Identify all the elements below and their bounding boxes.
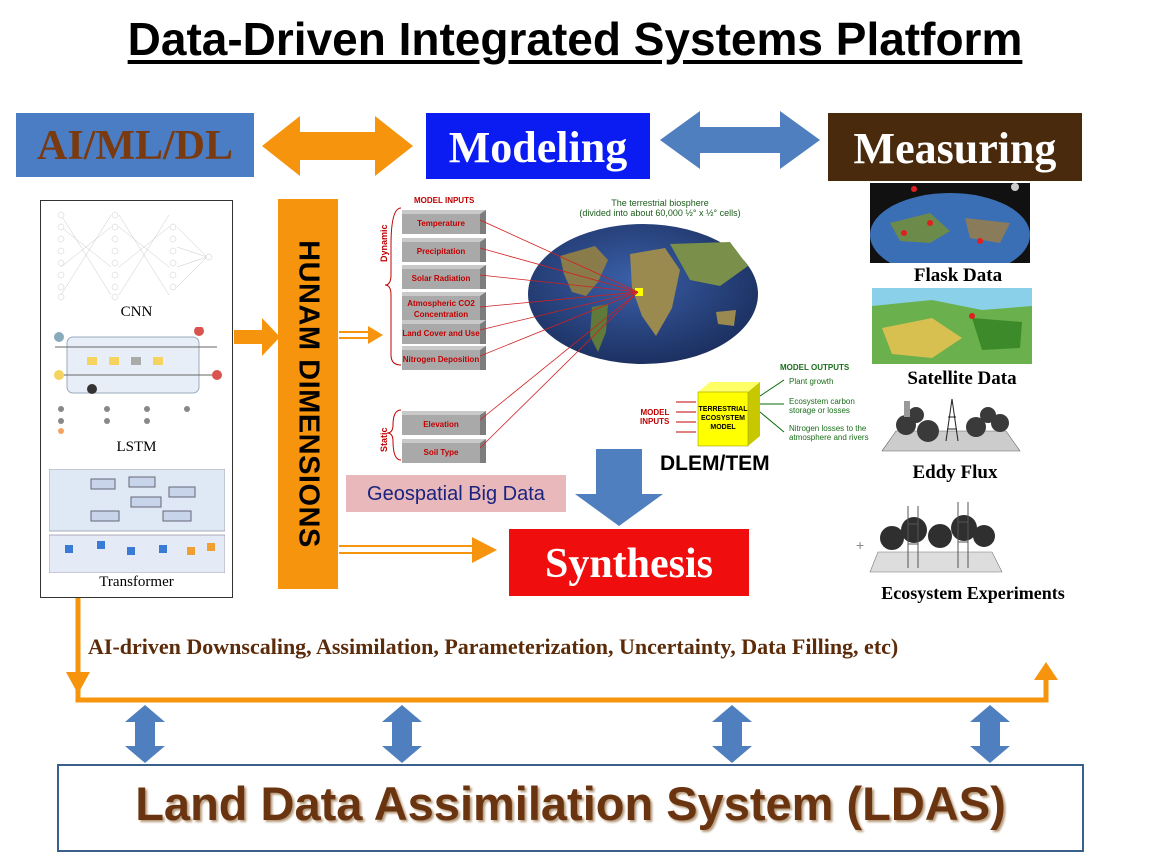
satellite-data-label: Satellite Data [907, 368, 1017, 389]
synthesis-box: Synthesis [509, 529, 749, 596]
input-nitrogen-deposition: Nitrogen Deposition [402, 346, 486, 370]
ecosystem-experiments-image: + [852, 494, 1012, 584]
human-dimensions-bar: HUNAM DIMENSIONS [278, 199, 338, 589]
modeling-box: Modeling [426, 113, 650, 179]
model-inputs-title: MODEL INPUTS [414, 196, 475, 205]
lstm-label: LSTM [116, 439, 157, 455]
cnn-label: CNN [120, 304, 153, 320]
measuring-box: Measuring [828, 113, 1082, 181]
eco-model-label: TERRESTRIAL ECOSYSTEM MODEL [698, 405, 748, 432]
modeling-measuring-double-arrow [660, 111, 820, 169]
human-to-model-arrow [339, 326, 383, 344]
transformer-label: Transformer [99, 574, 174, 590]
input-atmospheric-co2: Atmospheric CO2 Concentration [402, 292, 486, 324]
ldas-exchange-arrows [125, 705, 1010, 763]
input-temperature: Temperature [402, 210, 486, 234]
eco-box-line3: MODEL [710, 424, 736, 431]
eddy-flux-label: Eddy Flux [912, 462, 998, 483]
eco-output-lines [759, 379, 785, 433]
ai-models-panel: CNN LSTM Transformer [40, 200, 233, 598]
globe-caption: The terrestrial biosphere (divided into … [560, 198, 760, 218]
ldas-box: Land Data Assimilation System (LDAS) [57, 764, 1084, 852]
input-land-cover: Land Cover and Use [402, 320, 486, 344]
geospatial-big-data-box: Geospatial Big Data [346, 475, 566, 512]
output-carbon-storage: Ecosystem carbon storage or losses [789, 397, 855, 415]
satellite-data-image [872, 288, 1032, 364]
flask-data-label: Flask Data [913, 265, 1003, 286]
output-nitrogen-losses: Nitrogen losses to the atmosphere and ri… [789, 424, 869, 442]
ecosystem-experiments-label: Ecosystem Experiments [881, 583, 1065, 603]
model-outputs-title: MODEL OUTPUTS [780, 363, 850, 372]
eco-inputs-line1: MODEL [640, 408, 670, 417]
ai-driven-caption: AI-driven Downscaling, Assimilation, Par… [88, 634, 899, 659]
input-elevation: Elevation [402, 411, 486, 435]
eddy-flux-image [876, 395, 1026, 465]
transformer-diagram [49, 469, 225, 573]
input-precipitation: Precipitation [402, 238, 486, 262]
cnn-network-diagram [57, 211, 213, 301]
eco-box-line1: TERRESTRIAL [698, 406, 748, 413]
eco-model-cube [676, 382, 760, 447]
ldas-label: Land Data Assimilation System (LDAS) [135, 777, 1006, 830]
feedback-loop-arrow [66, 598, 1058, 703]
flask-data-image [870, 183, 1030, 263]
dlem-tem-label: DLEM/TEM [660, 452, 770, 475]
eco-box-line2: ECOSYSTEM [701, 415, 745, 422]
eco-inputs-line2: INPUTS [640, 417, 670, 426]
output-plant-growth: Plant growth [789, 377, 834, 386]
human-to-synthesis-arrow [339, 537, 497, 563]
input-solar-radiation: Solar Radiation [402, 265, 486, 289]
model-to-synthesis-arrow [575, 449, 663, 526]
ai-to-human-arrow [234, 318, 280, 356]
globe-caption-line1: The terrestrial biosphere [611, 198, 709, 208]
input-soil-type: Soil Type [402, 439, 486, 463]
lstm-cell-diagram [54, 327, 222, 434]
ai-ml-dl-box: AI/ML/DL [16, 113, 254, 177]
globe-caption-line2: (divided into about 60,000 ½° x ½° cells… [579, 208, 741, 218]
ai-modeling-double-arrow [262, 116, 413, 176]
human-dimensions-label: HUNAM DIMENSIONS [292, 240, 325, 548]
globe-map [480, 219, 758, 449]
svg-text:+: + [856, 537, 864, 553]
eco-inputs-label: MODEL INPUTS [640, 408, 669, 426]
page-title: Data-Driven Integrated Systems Platform [127, 13, 1023, 65]
input-brackets [384, 207, 402, 461]
